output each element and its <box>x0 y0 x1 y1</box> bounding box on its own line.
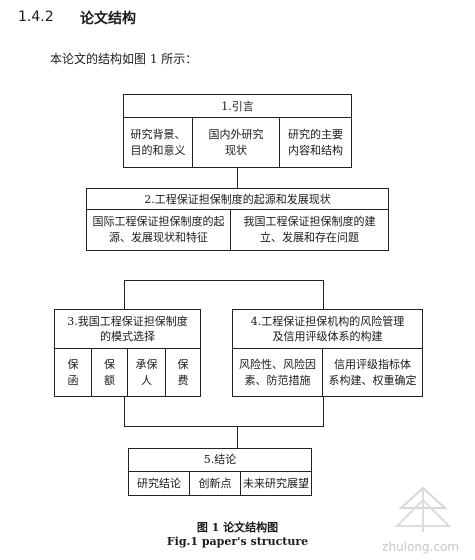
intro-text: 本论文的结构如图 1 所示： <box>50 52 198 66</box>
box-model-selection-title: 3.我国工程保证担保制度 的模式选择 <box>67 315 188 343</box>
box-model-selection-item: 保 函 <box>67 357 79 387</box>
box-model-selection-item: 承保 人 <box>135 357 158 387</box>
section-number: 1.4.2 <box>18 9 54 25</box>
box-risk-management: 4.工程保证担保机构的风险管理 及信用评级体系的构建 风险性、风险因 素、防范措… <box>232 309 423 397</box>
watermark-text: zhulong.com <box>382 540 459 554</box>
box-conclusion-title: 5.结论 <box>203 453 237 466</box>
box-risk-management-item: 风险性、风险因 素、防范措施 <box>239 357 316 387</box>
box-model-selection-item: 保 额 <box>104 357 115 387</box>
zhulong-logo-icon <box>394 486 452 532</box>
box-conclusion-item: 研究结论 <box>137 476 181 490</box>
box-model-selection: 3.我国工程保证担保制度 的模式选择 保 函 保 额 承保 人 保 费 <box>54 309 201 397</box>
box-risk-management-title: 4.工程保证担保机构的风险管理 及信用评级体系的构建 <box>250 315 405 343</box>
box-introduction-item: 国内外研究 现状 <box>208 127 264 157</box>
box-origin-development: 2.工程保证担保制度的起源和发展现状 国际工程保证担保制度的起 源、发展现状和特… <box>86 188 389 251</box>
box-introduction: 1.引言 研究背景、 目的和意义 国内外研究 现状 研究的主要 内容和结构 <box>123 94 352 168</box>
box-conclusion-item: 创新点 <box>198 476 232 490</box>
box-introduction-title: 1.引言 <box>221 100 254 113</box>
section-title: 论文结构 <box>80 11 136 27</box>
box-conclusion-item: 未来研究展望 <box>243 476 309 490</box>
box-origin-development-item: 我国工程保证担保制度的建 立、发展和存在问题 <box>243 215 376 244</box>
figure-caption-cn: 图 1 论文结构图 <box>196 521 279 534</box>
box-conclusion: 5.结论 研究结论 创新点 未来研究展望 <box>128 448 312 496</box>
box-origin-development-item: 国际工程保证担保制度的起 源、发展现状和特征 <box>92 215 225 244</box>
box-risk-management-item: 信用评级指标体 系构建、权重确定 <box>328 357 417 387</box>
box-introduction-item: 研究背景、 目的和意义 <box>130 127 186 157</box>
box-model-selection-item: 保 费 <box>177 357 189 387</box>
figure-caption-en: Fig.1 paper's structure <box>166 535 309 548</box>
box-introduction-item: 研究的主要 内容和结构 <box>288 127 343 157</box>
box-origin-development-title: 2.工程保证担保制度的起源和发展现状 <box>144 193 331 206</box>
